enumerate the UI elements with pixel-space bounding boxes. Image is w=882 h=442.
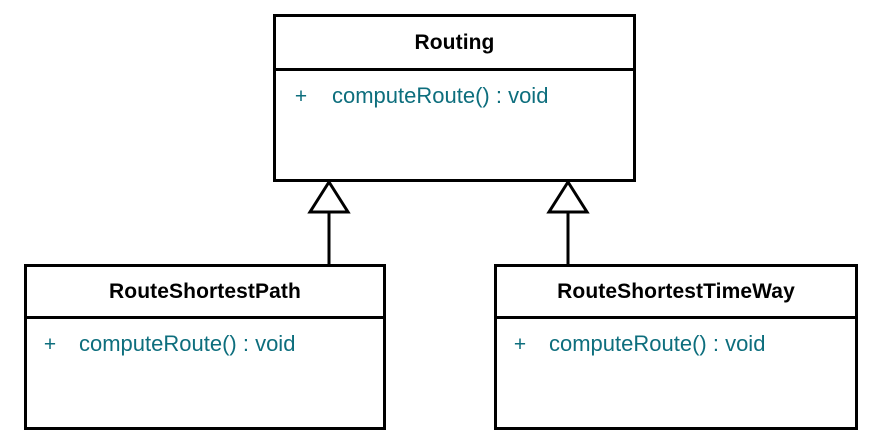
uml-visibility-marker: + <box>294 85 308 108</box>
uml-member-row: + computeRoute() : void <box>27 331 383 357</box>
uml-class-header-routing: Routing <box>276 17 633 71</box>
uml-class-routeshortesttimeway[interactable]: RouteShortestTimeWay + computeRoute() : … <box>494 264 858 430</box>
generalization-routeshortestpath-to-routing <box>307 179 351 264</box>
uml-class-name-routeshortesttimeway: RouteShortestTimeWay <box>557 279 795 303</box>
uml-member-row: + computeRoute() : void <box>497 331 855 357</box>
uml-class-routeshortestpath[interactable]: RouteShortestPath + computeRoute() : voi… <box>24 264 386 430</box>
uml-class-name-routing: Routing <box>414 30 495 54</box>
uml-member-signature: computeRoute() : void <box>332 83 549 108</box>
uml-member-row: + computeRoute() : void <box>276 83 633 109</box>
uml-members-routing: + computeRoute() : void <box>276 71 633 179</box>
uml-members-routeshortestpath: + computeRoute() : void <box>27 319 383 427</box>
uml-class-header-routeshortesttimeway: RouteShortestTimeWay <box>497 267 855 319</box>
uml-member-signature: computeRoute() : void <box>79 331 296 356</box>
hollow-triangle-arrowhead-left <box>307 179 351 214</box>
hollow-triangle-arrowhead-right <box>546 179 590 214</box>
uml-visibility-marker: + <box>513 333 527 356</box>
uml-visibility-marker: + <box>43 333 57 356</box>
uml-class-name-routeshortestpath: RouteShortestPath <box>109 279 301 303</box>
uml-class-routing[interactable]: Routing + computeRoute() : void <box>273 14 636 182</box>
uml-class-header-routeshortestpath: RouteShortestPath <box>27 267 383 319</box>
generalization-routeshortesttimeway-to-routing <box>546 179 590 264</box>
uml-members-routeshortesttimeway: + computeRoute() : void <box>497 319 855 427</box>
uml-member-signature: computeRoute() : void <box>549 331 766 356</box>
